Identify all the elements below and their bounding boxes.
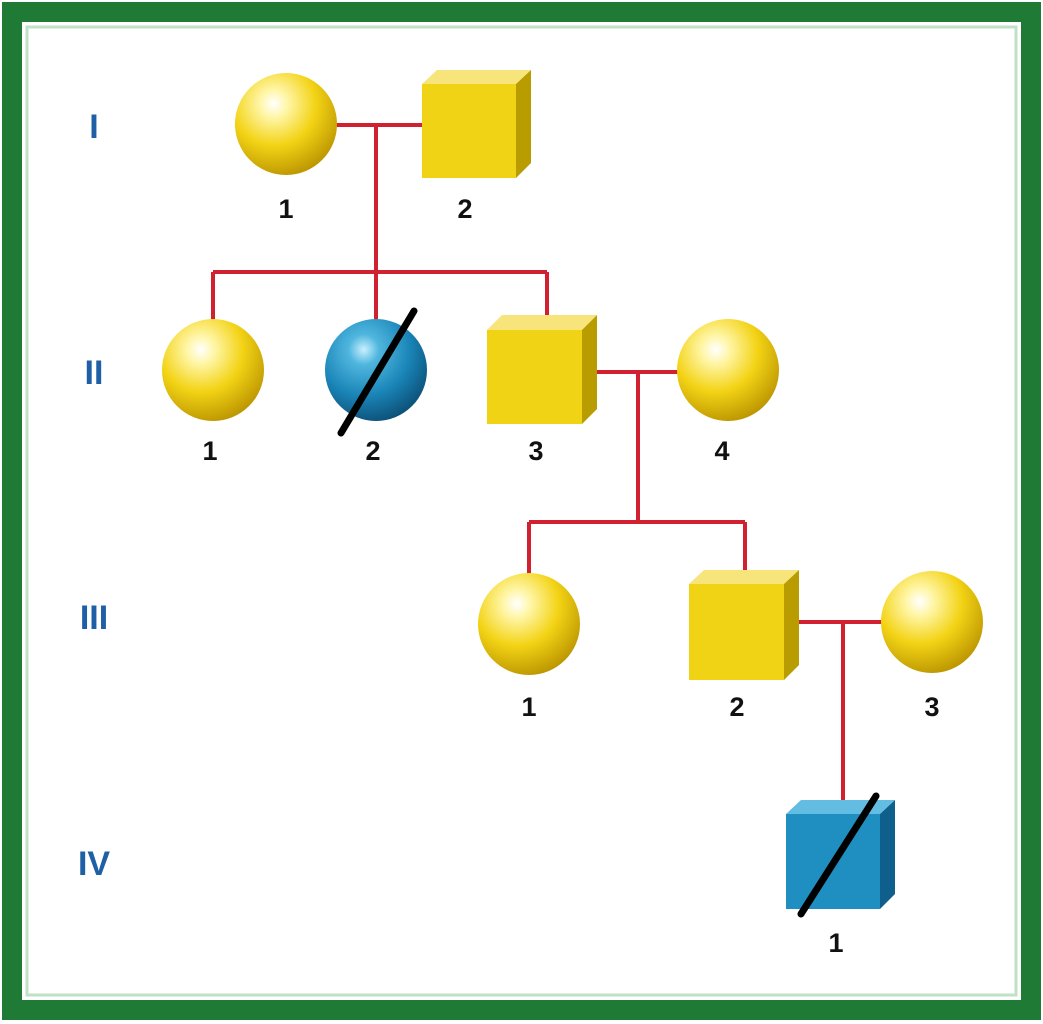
female-symbol (677, 319, 779, 421)
individual-number: 1 (278, 194, 293, 224)
male-symbol (689, 584, 784, 680)
female-symbol (881, 571, 983, 673)
generation-label-2: II (85, 354, 104, 392)
individual-number: 2 (365, 436, 380, 466)
individual-iv-1: 1 (786, 792, 895, 958)
female-symbol (478, 573, 580, 675)
connection-lines (211, 123, 882, 812)
deceased-slash (337, 307, 418, 437)
individual-number: 3 (528, 436, 543, 466)
individual-ii-4: 4 (677, 319, 779, 466)
individual-number: 2 (729, 692, 744, 722)
individual-number: 3 (924, 692, 939, 722)
individual-number: 1 (202, 436, 217, 466)
individual-ii-1: 1 (162, 319, 264, 466)
individual-ii-2: 2 (325, 307, 427, 466)
male-symbol-side (516, 70, 531, 178)
male-symbol-top (487, 315, 597, 330)
individual-i-1: 1 (235, 73, 337, 224)
individual-i-2: 2 (422, 70, 531, 224)
individual-iii-3: 3 (881, 571, 983, 722)
individual-ii-3: 3 (487, 315, 597, 466)
deceased-slash (797, 792, 880, 918)
frame-inner-edge (25, 25, 1018, 997)
individual-number: 1 (521, 692, 536, 722)
generation-label-3: III (80, 599, 108, 637)
male-symbol-top (689, 570, 799, 584)
male-symbol-top (786, 800, 895, 814)
male-symbol (422, 84, 516, 178)
generation-label-1: I (89, 108, 98, 146)
individual-iii-2: 2 (689, 570, 799, 722)
individual-number: 1 (828, 928, 843, 958)
male-symbol-side (784, 570, 799, 680)
male-symbol-side (582, 315, 597, 424)
female-symbol (162, 319, 264, 421)
individual-number: 2 (457, 194, 472, 224)
female-symbol (235, 73, 337, 175)
male-symbol-top (422, 70, 531, 84)
generation-label-4: IV (78, 845, 110, 883)
individual-number: 4 (714, 436, 729, 466)
male-symbol (487, 330, 582, 424)
male-symbol-side (880, 800, 895, 909)
individual-iii-1: 1 (478, 573, 580, 722)
